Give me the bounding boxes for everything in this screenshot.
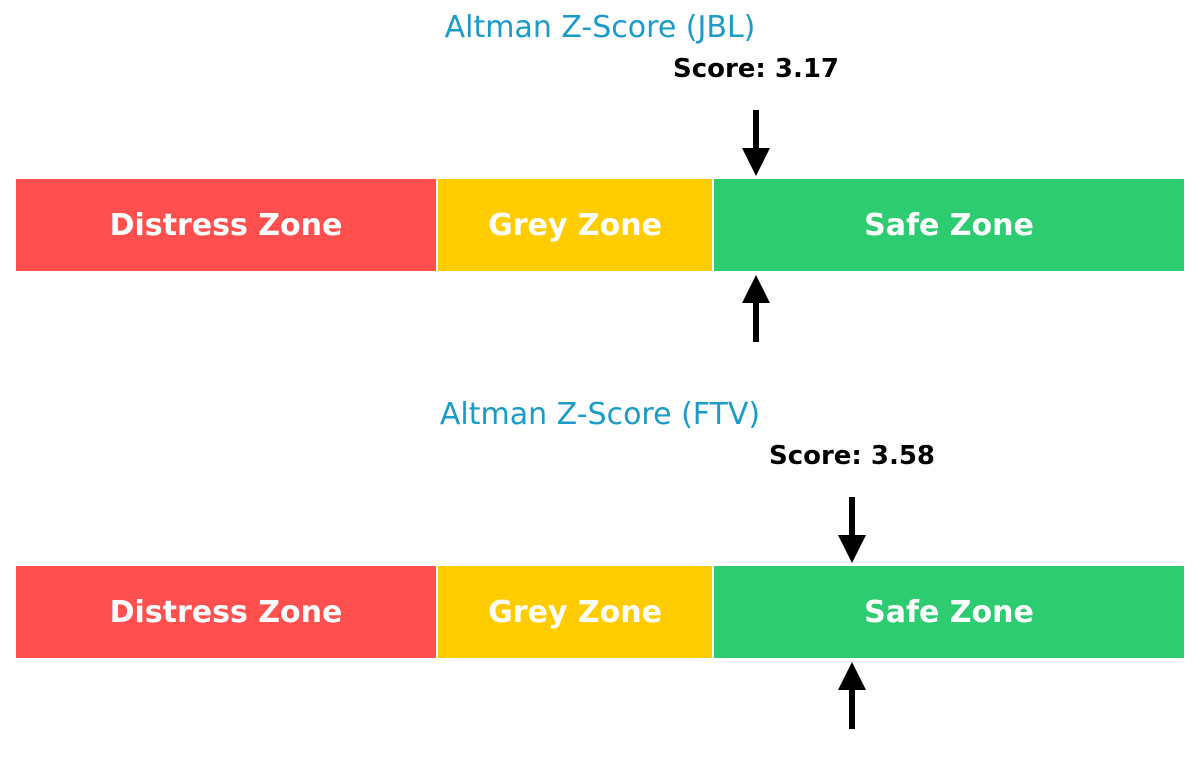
arrow-up-icon: [838, 662, 866, 729]
zone-label: Safe Zone: [864, 207, 1034, 243]
score-label: Score: 3.58: [768, 441, 936, 471]
arrow-down-icon: [742, 110, 770, 176]
zone-label: Grey Zone: [488, 594, 662, 630]
zone-label: Distress Zone: [109, 594, 343, 630]
arrow-up-icon: [742, 275, 770, 342]
zone-label: Distress Zone: [109, 207, 343, 243]
score-label: Score: 3.17: [672, 54, 840, 84]
distress-zone: Distress Zone: [16, 179, 438, 271]
grey-zone: Grey Zone: [438, 179, 714, 271]
zone-label: Grey Zone: [488, 207, 662, 243]
arrow-down-icon: [838, 497, 866, 563]
safe-zone: Safe Zone: [714, 179, 1184, 271]
zone-label: Safe Zone: [864, 594, 1034, 630]
distress-zone: Distress Zone: [16, 566, 438, 658]
grey-zone: Grey Zone: [438, 566, 714, 658]
zone-bar: Distress Zone Grey Zone Safe Zone: [16, 179, 1184, 271]
safe-zone: Safe Zone: [714, 566, 1184, 658]
chart-title: Altman Z-Score (FTV): [439, 397, 761, 432]
chart-title: Altman Z-Score (JBL): [444, 10, 756, 45]
zone-bar: Distress Zone Grey Zone Safe Zone: [16, 566, 1184, 658]
